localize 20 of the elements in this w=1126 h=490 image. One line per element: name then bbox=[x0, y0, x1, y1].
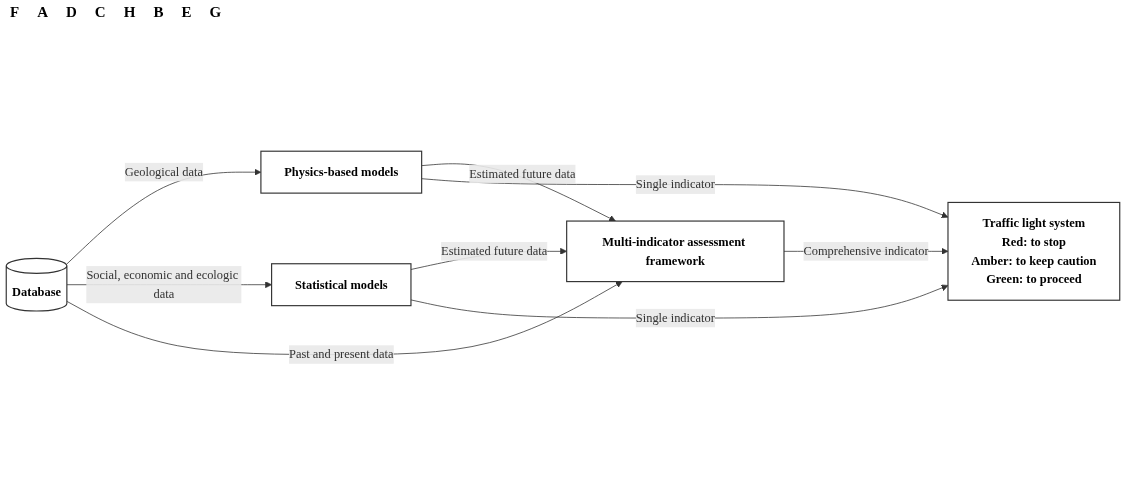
edge-letter: A bbox=[37, 4, 48, 21]
edge-label: Single indicator bbox=[635, 177, 715, 191]
edge-label: Comprehensive indicator bbox=[803, 244, 929, 258]
node-box: Statistical models bbox=[271, 263, 412, 307]
node-box: Traffic light system Red: to stop Amber: to keep caution Green: to proceed bbox=[947, 201, 1121, 301]
edge-label: Past and present data bbox=[289, 347, 394, 361]
node-box: Multi-indicator assessment framework bbox=[566, 220, 785, 283]
edge-label: Estimated future data bbox=[469, 166, 576, 181]
edge-letter: G bbox=[209, 4, 222, 21]
edge-letter: B bbox=[153, 4, 164, 21]
edge-letter: E bbox=[181, 4, 192, 21]
edge-letter: F bbox=[10, 4, 20, 21]
edge-label: Social, economic and ecologic data bbox=[86, 268, 239, 301]
node-box: Physics-based models bbox=[260, 150, 423, 194]
edge-label: Estimated future data bbox=[441, 244, 548, 258]
edge-letter: C bbox=[94, 4, 106, 21]
edge-letter: H bbox=[123, 4, 136, 21]
edge-label: Geological data bbox=[124, 165, 204, 179]
edge-label: Single indicator bbox=[635, 311, 715, 325]
edge-letter: D bbox=[66, 4, 77, 21]
